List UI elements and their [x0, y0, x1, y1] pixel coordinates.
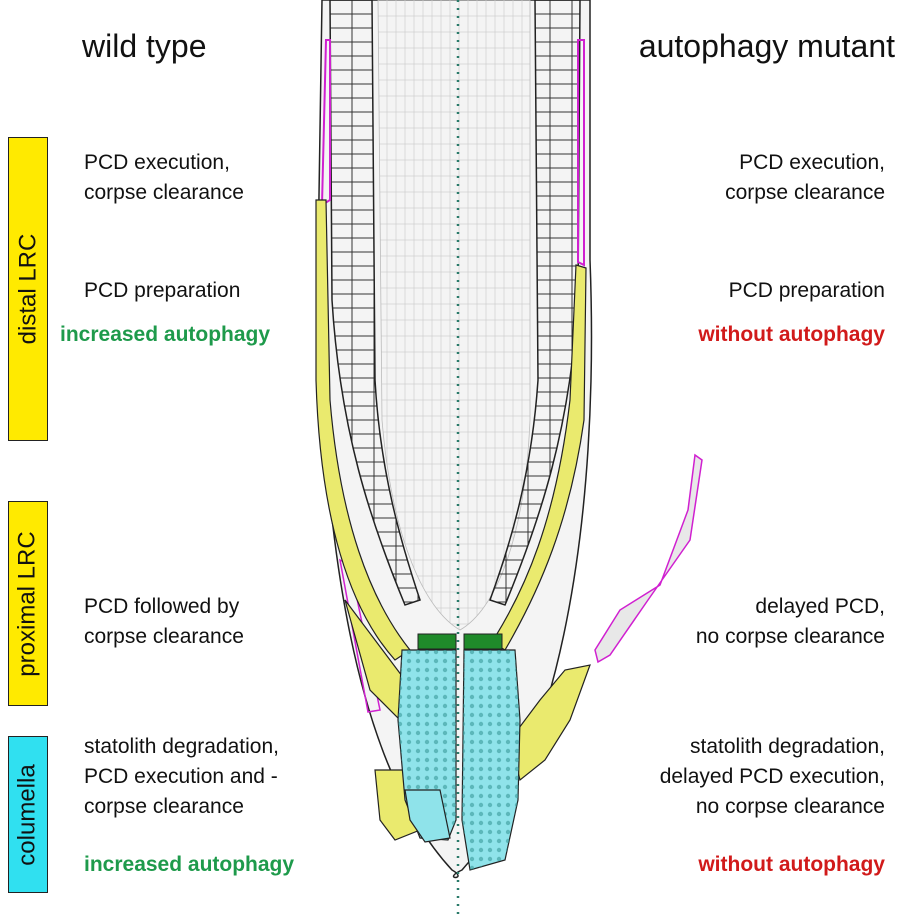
left-cortex — [329, 0, 421, 606]
zone-proximal-lrc: proximal LRC — [8, 501, 48, 706]
right-note-columella: statolith degradation, delayed PCD execu… — [659, 735, 885, 818]
left-note-distal-lower: PCD preparation — [84, 279, 241, 302]
left-dying-lrc — [320, 39, 331, 207]
left-highlight-increased-autophagy-2: increased autophagy — [84, 853, 295, 876]
wild-type-heading: wild type — [82, 28, 207, 64]
left-note-distal-upper: PCD execution, corpse clearance — [84, 151, 244, 204]
right-note-distal-lower: PCD preparation — [728, 279, 885, 302]
zone-distal-lrc: distal LRC — [8, 137, 48, 441]
autophagy-mutant-heading: autophagy mutant — [638, 28, 895, 64]
right-highlight-without-autophagy: without autophagy — [698, 323, 885, 346]
left-highlight-increased-autophagy: increased autophagy — [60, 323, 271, 346]
left-note-columella: statolith degradation, PCD execution and… — [84, 735, 279, 818]
right-note-proximal: delayed PCD, no corpse clearance — [695, 595, 885, 648]
zone-columella: columella — [8, 736, 48, 893]
left-stem-cells — [417, 633, 457, 650]
right-cortex — [489, 0, 581, 606]
zone-label: distal LRC — [14, 233, 41, 345]
detached-cells — [594, 453, 703, 664]
left-note-proximal: PCD followed by corpse clearance — [84, 595, 244, 648]
zone-label: columella — [14, 763, 42, 866]
right-note-distal-upper: PCD execution, corpse clearance — [725, 151, 885, 204]
right-stem-cells — [463, 633, 503, 650]
right-columella-statoliths — [462, 650, 520, 870]
left-columella-tip — [404, 789, 451, 843]
right-highlight-without-autophagy-2: without autophagy — [698, 853, 885, 876]
zone-label: proximal LRC — [14, 530, 41, 677]
right-dying-lrc — [577, 39, 585, 267]
